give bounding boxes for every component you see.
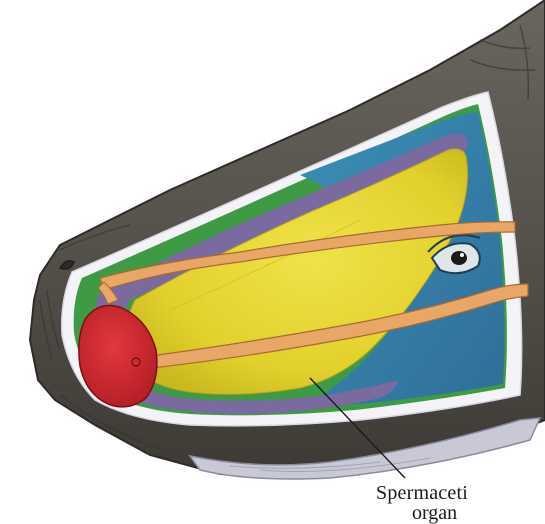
spermaceti-label: Spermaceti [376, 483, 468, 503]
organ-label: organ [412, 503, 457, 523]
sperm-whale-head-diagram [0, 0, 545, 512]
